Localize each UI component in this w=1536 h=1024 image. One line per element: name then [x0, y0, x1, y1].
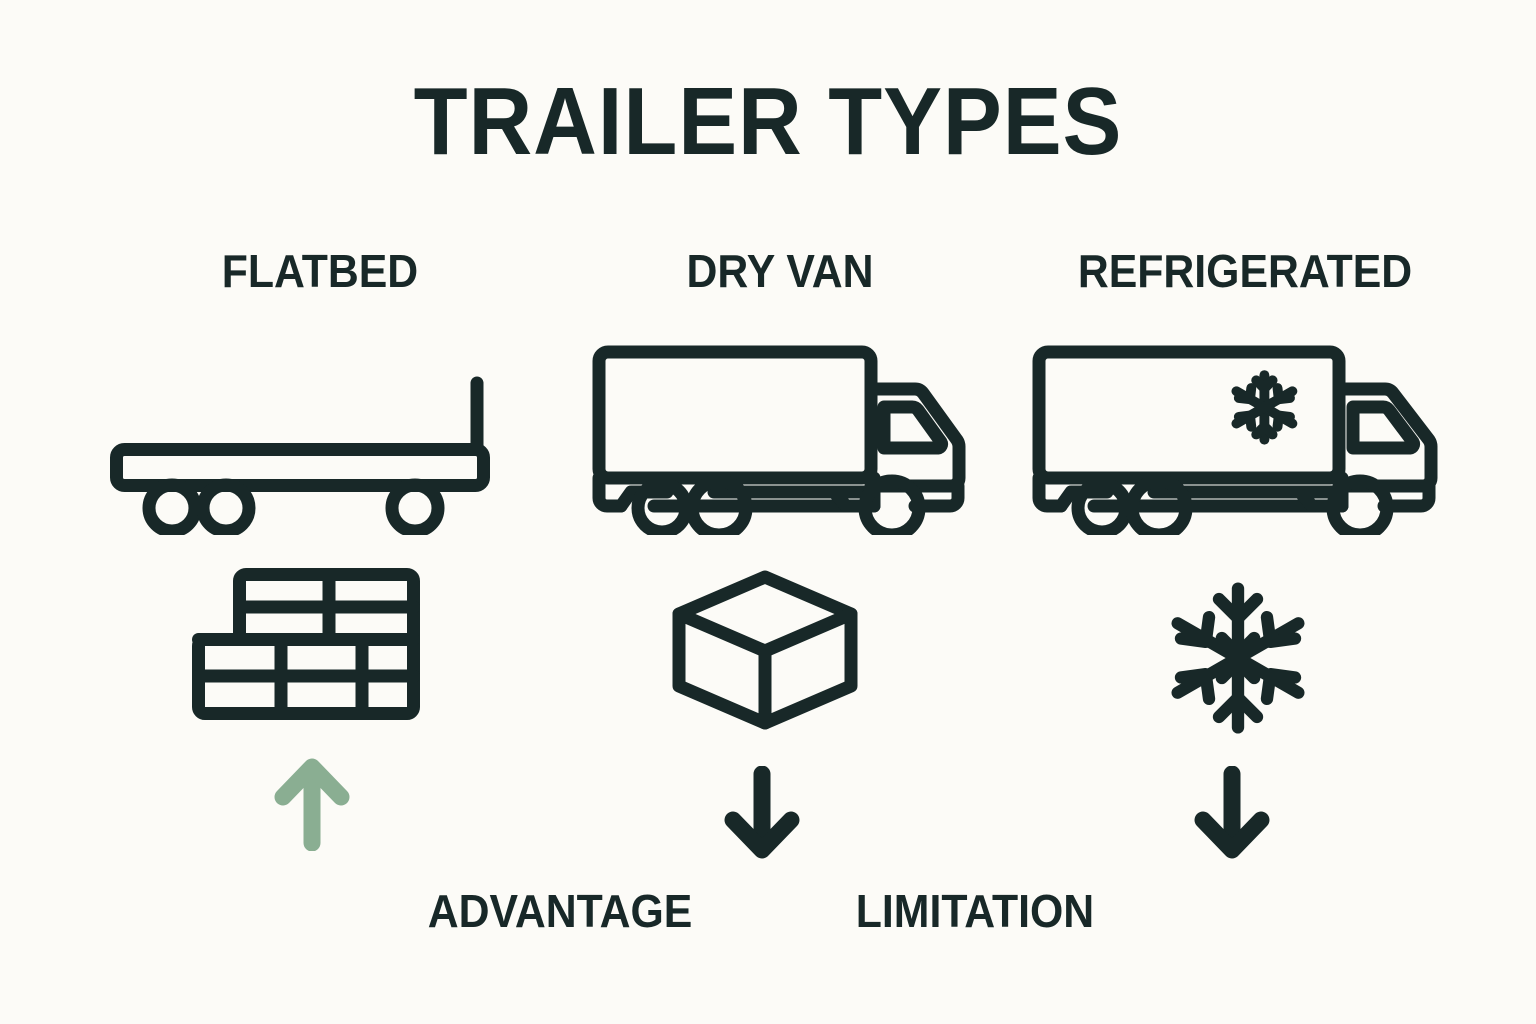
brick-wall-icon	[192, 568, 420, 720]
column-header-refrigerated: REFRIGERATED	[1077, 245, 1413, 297]
snowflake-badge-icon	[1231, 370, 1298, 445]
arrow-down-icon	[1192, 766, 1272, 861]
column-header-flatbed: FLATBED	[221, 245, 419, 297]
column-header-dry-van: DRY VAN	[686, 245, 874, 297]
arrow-up-icon	[272, 756, 352, 851]
snowflake-icon	[1162, 582, 1314, 734]
arrow-down-icon	[722, 766, 802, 861]
page-title: TRAILER TYPES	[413, 68, 1123, 175]
box-truck-icon	[592, 345, 972, 535]
flatbed-trailer-icon	[110, 345, 510, 535]
advantage-label: ADVANTAGE	[427, 885, 693, 937]
cube-icon	[672, 570, 858, 730]
refrigerated-truck-icon	[1032, 345, 1444, 535]
limitation-label: LIMITATION	[855, 885, 1095, 937]
